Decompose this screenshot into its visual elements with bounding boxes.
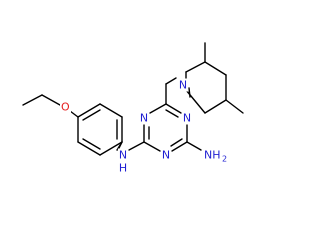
bond-ethyl-ch2-o [41,94,61,106]
bond-triazine-c4-n3 [171,141,188,152]
bond-phenyl-double-1 [82,109,101,121]
atom-label-background [177,78,189,92]
bond-pip-c2-c3 [204,99,227,114]
bond-triazine-double-3 [170,138,183,147]
bond-methyl-c3 [225,99,244,114]
atom-amine-h: H [119,162,127,175]
molecule-structure: O N H N N N N NH 2 [22,42,244,175]
atom-ether-o: O [61,101,70,114]
atom-label-background [221,154,229,164]
bond-phenyl-double-3 [82,138,101,150]
atom-label-background [181,111,193,125]
atom-triazine-n-right: N [183,112,191,125]
atom-label-background [117,148,129,162]
atom-label-background [117,161,129,175]
bond-phenyl-1 [77,103,101,118]
atom-triazine-n-left: N [140,112,148,125]
bond-pip-c5-c6 [185,61,206,73]
atom-label-background [160,148,172,162]
atom-amine-n: N [119,149,127,162]
bond-pip-c4-c5 [204,61,227,76]
bond-phenyl-4 [99,141,123,156]
bond-phenyl-5 [77,141,101,156]
bond-triazine-n3-c2 [143,141,161,152]
atom-amino-sub: 2 [222,155,227,164]
bond-triazine-double-2 [165,109,179,118]
atom-labels: O N H N N N N NH 2 [61,79,227,175]
bond-o-aryl [69,110,79,118]
atom-label-background [60,100,71,114]
atom-label-background [138,111,150,125]
atom-label-backgrounds [60,78,229,175]
bond-triazine-nh2 [186,141,202,151]
bond-pip-n-c2b [185,89,206,114]
bond-triazine-n1-c6 [149,103,167,114]
atom-label-background [203,148,222,162]
bond-phenyl-2 [99,103,123,118]
atom-amino-nh: NH [204,149,221,162]
atom-triazine-n-bottom: N [162,149,170,162]
bond-nh-triazine [128,141,145,151]
bonds [22,42,244,156]
bond-ch2-piperidine-n [165,77,177,85]
atom-piperidine-n: N [179,79,187,92]
bond-triazine-c6-n5 [165,103,182,114]
bond-ethyl-ch3-ch2 [22,94,43,106]
